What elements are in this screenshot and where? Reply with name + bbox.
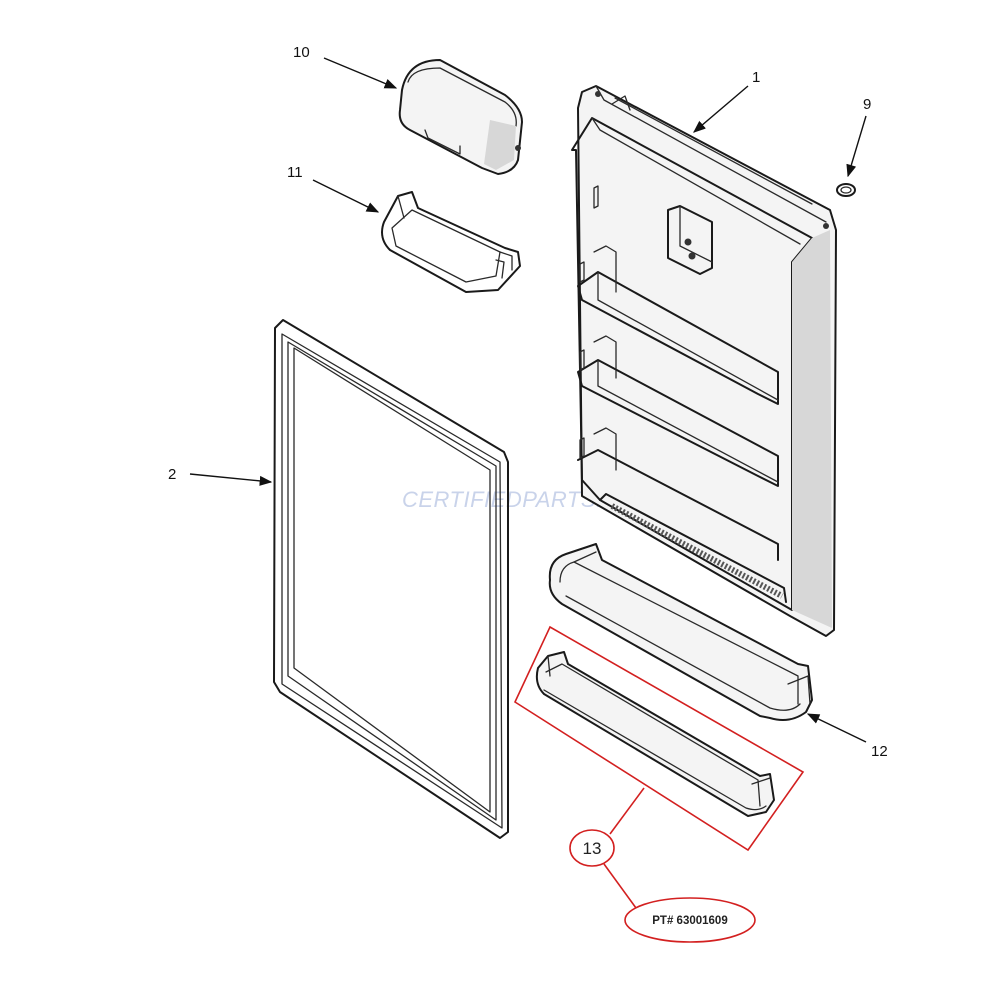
- callout-9: 9: [863, 96, 871, 113]
- leader-2: [189, 473, 273, 486]
- leader-9: [846, 115, 867, 178]
- part-door-gasket: [273, 319, 509, 839]
- highlight-leader-1: [609, 787, 645, 835]
- part-dairy-bin: [381, 191, 521, 293]
- leader-12: [806, 713, 867, 743]
- part-door-bin-large: [548, 543, 813, 721]
- part-number-oval: [624, 897, 756, 943]
- part-dairy-door: [398, 59, 523, 175]
- highlight-box: [513, 625, 805, 852]
- part-plug-button-inner: [840, 186, 852, 194]
- part-number-label: PT# 63001609: [652, 915, 727, 927]
- part-door-bin-small: [535, 651, 775, 817]
- leader-1: [693, 85, 749, 133]
- callout-13-bubble: [569, 829, 615, 867]
- part-door-liner: [571, 85, 837, 637]
- leader-11: [312, 179, 380, 213]
- highlight-leader-2: [603, 863, 637, 909]
- callout-13: 13: [583, 839, 602, 858]
- callout-2: 2: [168, 466, 176, 483]
- leader-10: [323, 57, 398, 89]
- callout-10: 10: [293, 44, 310, 61]
- part-plug-button: [836, 183, 856, 197]
- callout-1: 1: [752, 69, 760, 86]
- callout-12: 12: [871, 743, 888, 760]
- callout-11: 11: [287, 164, 303, 181]
